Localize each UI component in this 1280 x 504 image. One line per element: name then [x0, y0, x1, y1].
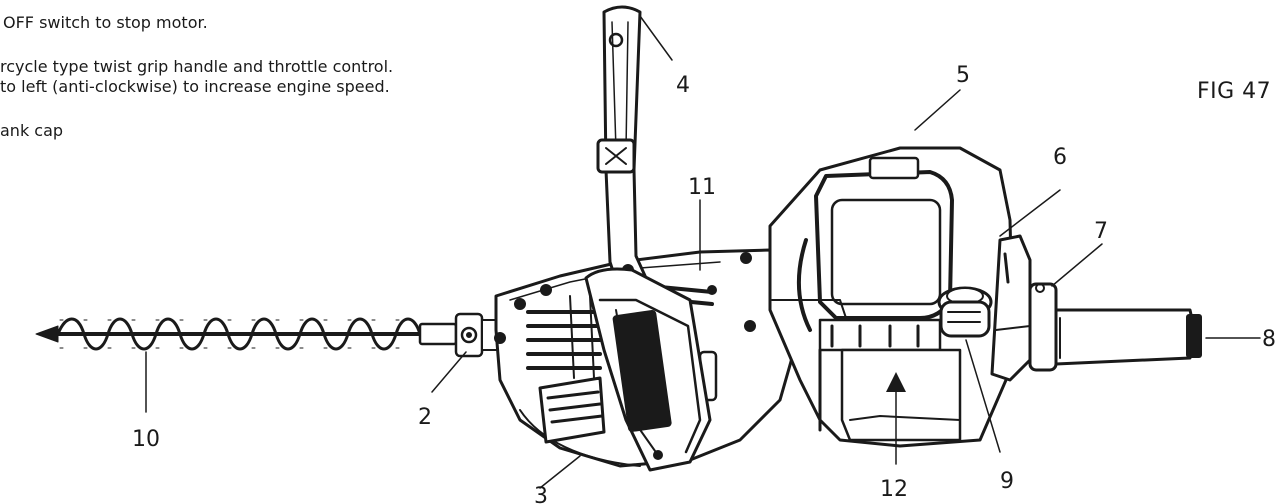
callout-4: 4 — [676, 73, 690, 98]
leader-lines — [145, 15, 1261, 489]
engine-illustration — [768, 146, 1032, 448]
caption-throttle: rcycle type twist grip handle and thrott… — [0, 57, 394, 76]
caption-stop-switch: OFF switch to stop motor. — [3, 13, 208, 32]
callout-3: 3 — [534, 484, 548, 504]
callout-2: 2 — [418, 405, 432, 430]
callout-10: 10 — [132, 427, 160, 452]
callout-numbers: 4 5 11 6 7 8 2 10 12 9 3 — [132, 63, 1276, 504]
callout-11: 11 — [688, 175, 716, 200]
auger-spiral — [56, 317, 422, 351]
handle-illustration — [584, 5, 712, 472]
callout-6: 6 — [1053, 145, 1067, 170]
twist-grip-illustration — [1028, 282, 1202, 372]
auger-bit-illustration — [35, 312, 499, 358]
callout-9: 9 — [1000, 469, 1014, 494]
caption-fuel-tank-cap: ank cap — [0, 121, 64, 140]
callout-8: 8 — [1262, 327, 1276, 352]
callout-5: 5 — [956, 63, 970, 88]
callout-7: 7 — [1094, 219, 1108, 244]
callout-12: 12 — [880, 477, 908, 502]
caption-throttle-direction: to left (anti-clockwise) to increase eng… — [0, 77, 390, 96]
figure-label: FIG 47 — [1197, 79, 1272, 104]
